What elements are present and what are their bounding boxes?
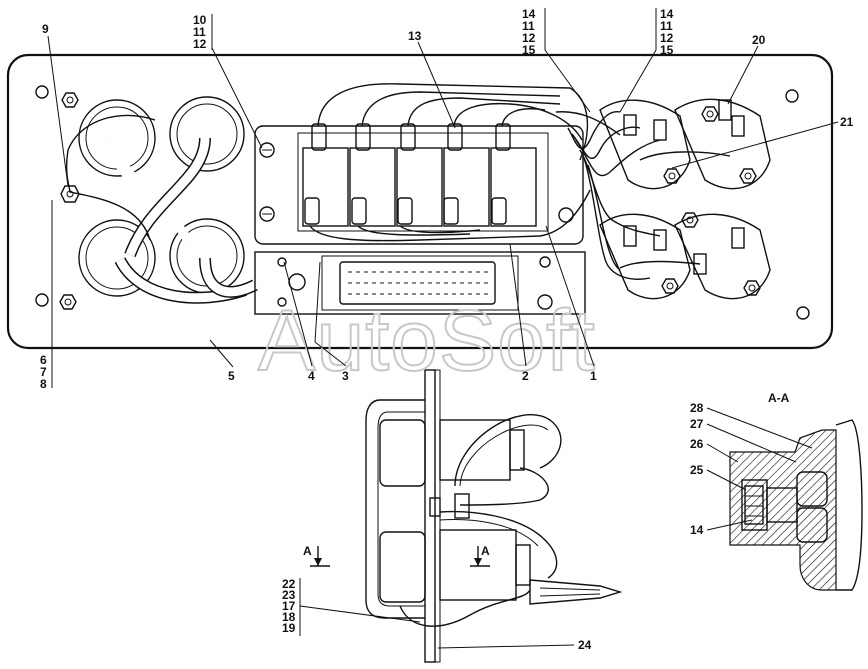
callout-15a: 15 (522, 43, 536, 57)
view-mark-right: A (481, 544, 490, 558)
callout-12b: 12 (660, 31, 674, 45)
callout-11b: 11 (660, 19, 673, 33)
callout-5: 5 (228, 369, 235, 383)
callout-4: 4 (308, 369, 315, 383)
main-cables (105, 137, 258, 304)
section-a-a (729, 419, 863, 591)
relay-bracket (254, 125, 584, 245)
watermark: AutoSoft (258, 293, 596, 389)
callout-12a: 12 (522, 31, 536, 45)
callout-21: 21 (840, 115, 854, 129)
base-plate (6, 53, 834, 350)
side-view (310, 369, 623, 663)
callout-13: 13 (408, 29, 422, 43)
callout-2: 2 (522, 369, 529, 383)
section-title: A-A (768, 391, 790, 405)
section-marks (310, 546, 490, 567)
callout-28: 28 (690, 401, 704, 415)
callout-11a: 11 (522, 19, 535, 33)
callout-17: 17 (282, 599, 296, 613)
callout-22: 22 (282, 577, 296, 591)
terminal-harness (555, 111, 661, 280)
callout-10: 10 (193, 13, 207, 27)
connector-socket (339, 261, 496, 305)
terminal-plates (599, 98, 771, 300)
grommets (78, 96, 245, 297)
leader-lines (47, 8, 839, 649)
callout-12: 12 (193, 37, 207, 51)
callout-25: 25 (690, 463, 704, 477)
callout-15b: 15 (660, 43, 674, 57)
callout-20: 20 (752, 33, 766, 47)
callout-14-section: 14 (690, 523, 704, 537)
view-mark-left: A (303, 544, 312, 558)
connector-pins (348, 271, 488, 295)
callout-14a: 14 (522, 7, 536, 21)
callout-23: 23 (282, 588, 296, 602)
callout-1: 1 (590, 369, 597, 383)
relays (302, 123, 537, 227)
mounting-holes (35, 85, 810, 320)
callout-11: 11 (193, 25, 206, 39)
callout-9: 9 (42, 22, 49, 36)
callout-labels: 9 10 11 12 13 14 11 12 15 14 11 12 15 20… (40, 7, 854, 652)
terminal-nut-9 (60, 185, 80, 203)
callout-14b: 14 (660, 7, 674, 21)
relay-wiring (309, 83, 591, 242)
callout-8: 8 (40, 377, 47, 391)
plan-view (6, 53, 834, 350)
callout-6: 6 (40, 353, 47, 367)
callout-26: 26 (690, 437, 704, 451)
callout-24: 24 (578, 638, 592, 652)
hex-nuts (59, 92, 761, 310)
callout-27: 27 (690, 417, 704, 431)
callout-19: 19 (282, 621, 296, 635)
callout-7: 7 (40, 365, 47, 379)
callout-18: 18 (282, 610, 296, 624)
connector-housing (254, 251, 586, 315)
callout-3: 3 (342, 369, 349, 383)
